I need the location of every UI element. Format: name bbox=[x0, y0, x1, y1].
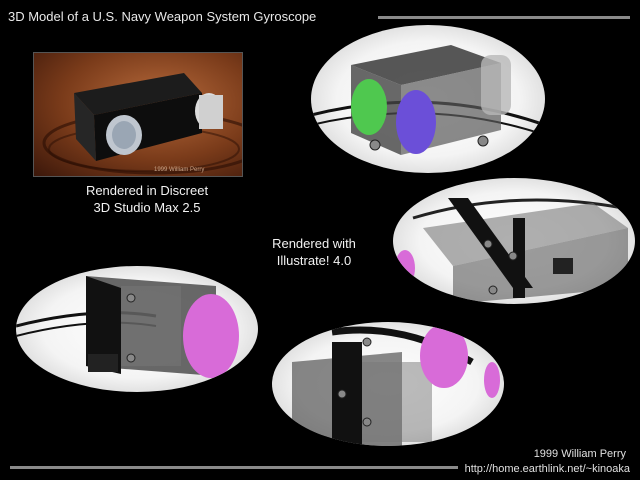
render-oval-side bbox=[16, 266, 258, 392]
credit-url[interactable]: http://home.earthlink.net/~kinoaka bbox=[464, 463, 630, 475]
caption-illustrate: Rendered with Illustrate! 4.0 bbox=[258, 235, 370, 269]
render-thumbnail-3dsmax: 1999 William Perry bbox=[33, 52, 243, 177]
render-oval-front bbox=[311, 25, 545, 173]
caption-3dsmax: Rendered in Discreet 3D Studio Max 2.5 bbox=[64, 182, 230, 216]
caption-illustrate-line2: Illustrate! 4.0 bbox=[276, 253, 352, 268]
credit-author: 1999 William Perry bbox=[533, 448, 626, 460]
bottom-divider bbox=[10, 466, 458, 469]
render-oval-top bbox=[393, 178, 635, 304]
page-title: 3D Model of a U.S. Navy Weapon System Gy… bbox=[8, 9, 317, 24]
top-divider bbox=[378, 16, 630, 19]
svg-text:1999 William Perry: 1999 William Perry bbox=[154, 167, 204, 173]
caption-3dsmax-line1: Rendered in Discreet bbox=[85, 183, 209, 198]
render-oval-corner bbox=[272, 322, 504, 446]
caption-3dsmax-line2: 3D Studio Max 2.5 bbox=[93, 200, 201, 215]
caption-illustrate-line1: Rendered with bbox=[272, 236, 356, 251]
